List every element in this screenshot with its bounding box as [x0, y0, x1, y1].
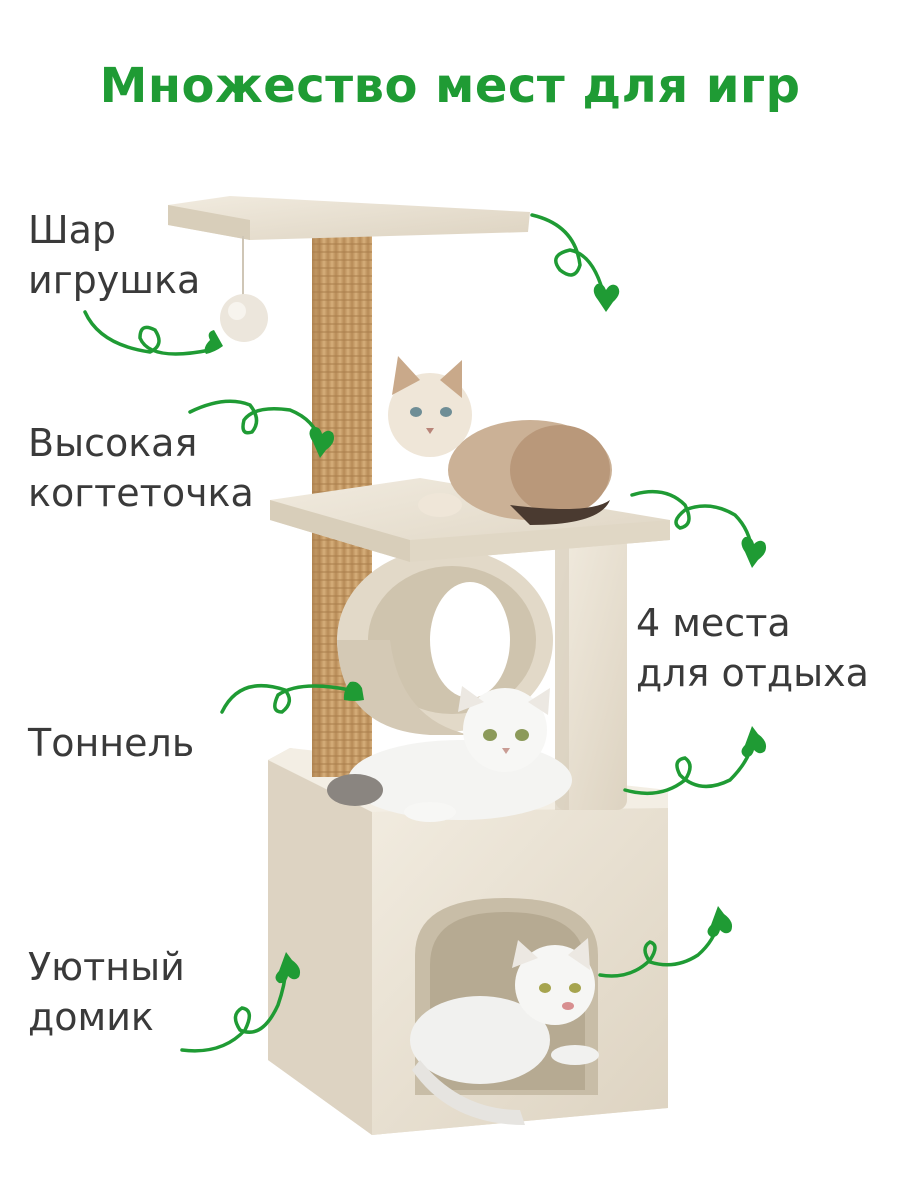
label-line: 4 места [636, 601, 791, 645]
label-line: для отдыха [636, 651, 869, 695]
label-line: Тоннель [28, 721, 195, 765]
cat-middle [327, 686, 572, 822]
label-line: когтеточка [28, 471, 254, 515]
label-line: Шар [28, 208, 117, 252]
curly-arrow-heart-icon [598, 920, 720, 978]
label-line: игрушка [28, 258, 201, 302]
label-ball-toy: Шар игрушка [28, 205, 200, 305]
ball-toy [220, 236, 268, 342]
curly-arrow-heart-icon [623, 740, 754, 796]
curly-arrow-heart-icon [530, 213, 607, 302]
page-title: Множество мест для игр [99, 58, 801, 114]
label-scratcher: Высокая когтеточка [28, 418, 254, 518]
label-house: Уютный домик [28, 942, 185, 1042]
top-platform [168, 196, 530, 240]
support-post [555, 535, 627, 810]
label-line: домик [28, 995, 154, 1039]
label-tunnel: Тоннель [28, 718, 194, 768]
curly-arrow-heart-icon [220, 683, 352, 714]
curly-arrow-heart-icon [630, 489, 754, 554]
tunnel [337, 548, 553, 735]
curly-arrow-heart-icon [188, 399, 322, 444]
label-rest: 4 места для отдыха [636, 598, 869, 698]
curly-arrow-heart-icon [83, 310, 212, 356]
cat-top [388, 356, 612, 525]
cat-bottom [410, 938, 599, 1125]
curly-arrow-heart-icon [180, 966, 288, 1053]
middle-platform [270, 478, 670, 562]
label-line: Уютный [28, 945, 185, 989]
label-line: Высокая [28, 421, 198, 465]
